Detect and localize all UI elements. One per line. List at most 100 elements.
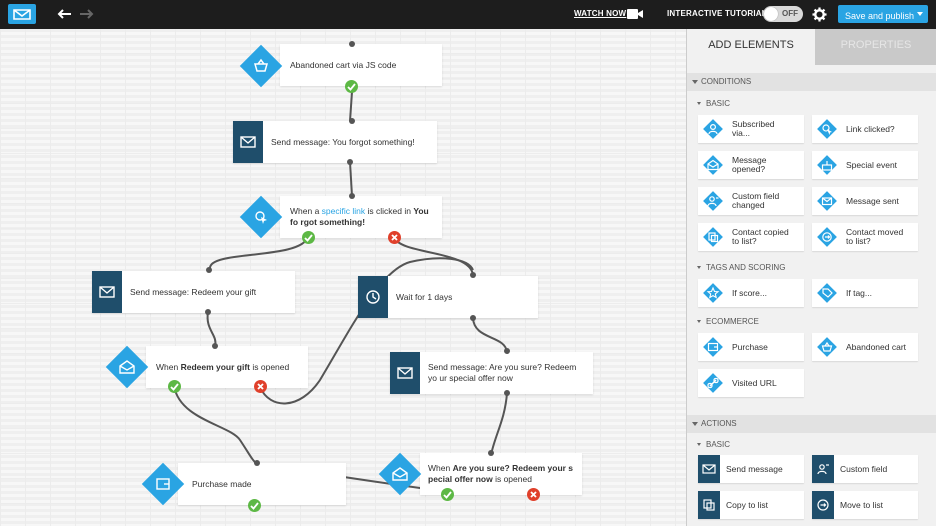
element-message-opened[interactable]: Message opened? [698,151,804,179]
element-message-sent[interactable]: Message sent [812,187,918,215]
node-label: When a specific link is clicked in You f… [290,196,436,238]
element-send-message[interactable]: Send message [698,455,804,483]
element-if-tag[interactable]: If tag... [812,279,918,307]
node-label: Abandoned cart via JS code [290,59,397,70]
success-check-icon[interactable] [248,499,261,512]
element-custom-field[interactable]: Custom field [812,455,918,483]
node-send-forgot[interactable]: Send message: You forgot something! [233,121,437,163]
move-list-icon [822,232,832,242]
envelope-icon [240,136,256,148]
specific-link[interactable]: specific link [321,206,366,216]
connector-dot[interactable] [347,159,353,165]
node-label: When Are you sure? Redeem your s pecial … [428,453,578,495]
connector-dot[interactable] [254,460,260,466]
node-label: Send message: Redeem your gift [130,286,257,297]
node-abandoned-cart[interactable]: Abandoned cart via JS code [280,44,442,86]
action-square[interactable] [92,271,122,313]
action-square[interactable] [233,121,263,163]
save-and-publish-button[interactable]: Save and publish [838,5,928,23]
node-send-redeem[interactable]: Send message: Redeem your gift [92,271,295,313]
failure-cross-icon[interactable] [527,488,540,501]
element-label: Contact copied to list? [732,227,789,246]
element-link-clicked[interactable]: Link clicked? [812,115,918,143]
app-logo[interactable] [8,4,36,24]
node-label: When Redeem your gift is opened [156,346,289,388]
connector-dot[interactable] [349,41,355,47]
subsection-basic[interactable]: BASIC [697,99,730,108]
connector-dot[interactable] [206,267,212,273]
undo-icon[interactable] [57,7,73,21]
connector-dot[interactable] [349,118,355,124]
element-label: Visited URL [732,377,777,388]
section-actions[interactable]: ACTIONS [687,415,936,433]
copy-list-icon [708,232,719,243]
interactive-tutorial-label: INTERACTIVE TUTORIAL [667,9,767,18]
envelope-sent-icon [821,197,833,206]
toggle-knob [764,7,778,21]
subsection-ecommerce[interactable]: ECOMMERCE [697,317,759,326]
section-conditions[interactable]: CONDITIONS [687,73,936,91]
connector-dot[interactable] [349,193,355,199]
redo-icon[interactable] [78,7,94,21]
subsection-actions-basic[interactable]: BASIC [697,440,730,449]
toggle-state-label: OFF [782,9,798,18]
copy-icon [703,499,715,511]
success-check-icon[interactable] [302,231,315,244]
connector-dot[interactable] [488,450,494,456]
failure-cross-icon[interactable] [388,231,401,244]
action-square[interactable] [390,352,420,394]
element-label: Custom field [840,463,888,474]
element-contact-moved[interactable]: Contact moved to list? [812,223,918,251]
element-visited-url[interactable]: Visited URL [698,369,804,397]
element-label: Custom field changed [732,191,780,210]
connector-dot[interactable] [470,272,476,278]
node-label: Wait for 1 days [396,291,453,302]
connector-dot[interactable] [212,343,218,349]
dropdown-caret-icon[interactable] [917,12,923,16]
success-check-icon[interactable] [441,488,454,501]
subsection-tags-label: TAGS AND SCORING [706,263,786,272]
star-icon [706,286,720,299]
watch-now-link[interactable]: WATCH NOW [574,9,627,18]
success-check-icon[interactable] [168,380,181,393]
element-special-event[interactable]: Special event [812,151,918,179]
connector-dot[interactable] [205,309,211,315]
element-contact-copied[interactable]: Contact copied to list? [698,223,804,251]
gear-icon[interactable] [812,7,827,22]
element-copy-to-list[interactable]: Copy to list [698,491,804,519]
connector-dot[interactable] [470,315,476,321]
tab-add-elements[interactable]: ADD ELEMENTS [687,29,815,65]
element-label: If tag... [846,287,872,298]
node-wait[interactable]: Wait for 1 days [358,276,538,318]
element-subscribed-via[interactable]: Subscribed via... [698,115,804,143]
element-if-score[interactable]: If score... [698,279,804,307]
element-purchase[interactable]: Purchase [698,333,804,361]
tab-properties[interactable]: PROPERTIES [815,29,936,65]
element-custom-field-changed[interactable]: Custom field changed [698,187,804,215]
section-actions-label: ACTIONS [701,419,737,428]
video-camera-icon[interactable] [627,8,643,20]
cake-icon [821,161,833,171]
open-envelope-icon [119,360,135,374]
element-abandoned-cart[interactable]: Abandoned cart [812,333,918,361]
chevron-down-icon [697,320,701,323]
chevron-down-icon [697,266,701,269]
user-edit-icon [817,464,829,475]
pointer-click-icon [822,124,832,135]
element-move-to-list[interactable]: Move to list [812,491,918,519]
node-send-sure[interactable]: Send message: Are you sure? Redeem yo ur… [390,352,593,394]
top-bar: WATCH NOW INTERACTIVE TUTORIAL OFF Save … [0,0,936,29]
tutorial-toggle[interactable]: OFF [763,6,803,22]
wallet-icon [156,478,170,490]
chevron-down-icon [697,443,701,446]
node-label: Send message: Are you sure? Redeem yo ur… [428,362,577,383]
node-label-pre: When [428,463,453,473]
failure-cross-icon[interactable] [254,380,267,393]
success-check-icon[interactable] [345,80,358,93]
subsection-tags-scoring[interactable]: TAGS AND SCORING [697,263,785,272]
connector-dot[interactable] [504,390,510,396]
elements-panel: ADD ELEMENTS PROPERTIES CONDITIONS BASIC… [686,29,936,526]
connector-dot[interactable] [504,348,510,354]
node-purchase-made[interactable]: Purchase made [178,463,346,505]
user-icon [708,123,718,135]
